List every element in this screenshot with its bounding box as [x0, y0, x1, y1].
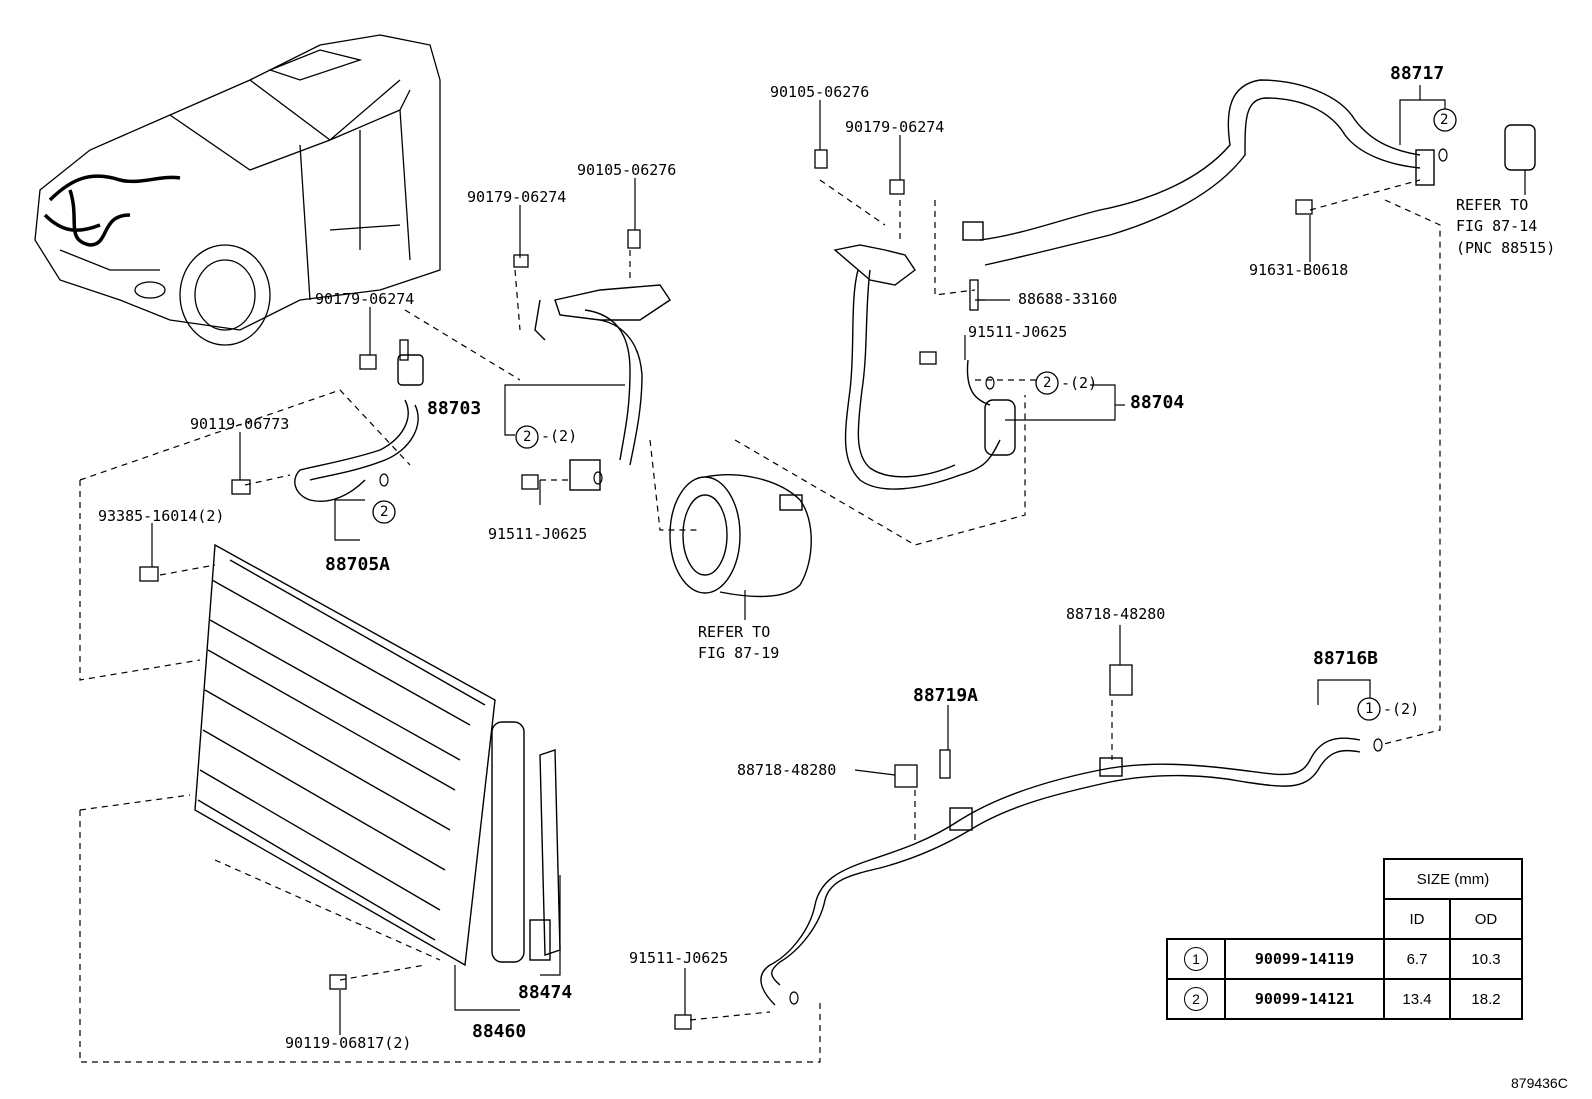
label-91631-B0618: 91631-B0618: [1249, 261, 1349, 279]
size-od-1: 10.3: [1449, 938, 1523, 980]
callout-circles: [372, 108, 1457, 721]
label-88704: 88704: [1130, 392, 1185, 413]
pipe-88716B: [760, 737, 1361, 1006]
label-90179-06274-top: 90179-06274: [845, 118, 945, 136]
size-part-2: 90099-14121: [1224, 978, 1385, 1020]
refer-87-19-line2: FIG 87-19: [698, 644, 780, 662]
label-90105-06276-top: 90105-06276: [770, 83, 870, 101]
label-90179-06274-mid: 90179-06274: [467, 188, 567, 206]
label-91511-J0625-mid: 91511-J0625: [488, 525, 588, 543]
pipe-88704: [833, 244, 1016, 490]
label-88460: 88460: [472, 1021, 527, 1042]
pipe-88717: [962, 79, 1536, 266]
refer-87-14-line1: REFER TO: [1456, 196, 1529, 214]
size-table-col-od: OD: [1449, 898, 1523, 940]
label-88688-33160: 88688-33160: [1018, 290, 1118, 308]
compressor: [669, 474, 812, 598]
label-91511-J0625-bottom: 91511-J0625: [629, 949, 729, 967]
condenser: [194, 543, 561, 967]
qty-88704: -(2): [1061, 374, 1098, 392]
size-od-2: 18.2: [1449, 978, 1523, 1020]
label-90105-06276-mid: 90105-06276: [577, 161, 677, 179]
label-88703: 88703: [427, 398, 482, 419]
vehicle-ac-lines-highlight: [43, 174, 181, 247]
callout-2-88704: 2: [1043, 375, 1052, 391]
label-91511-J0625-top: 91511-J0625: [968, 323, 1068, 341]
qty-88703: -(2): [541, 427, 578, 445]
dashed-guide-lines: [79, 179, 1441, 1063]
vehicle-illustration: [34, 34, 441, 346]
label-88719A: 88719A: [913, 685, 979, 706]
pipe-88705A: [294, 354, 424, 502]
label-93385-16014: 93385-16014(2): [98, 507, 225, 525]
label-88717: 88717: [1390, 63, 1445, 84]
size-part-1: 90099-14119: [1224, 938, 1385, 980]
refer-87-14-line2: FIG 87-14: [1456, 217, 1538, 235]
label-90119-06817: 90119-06817(2): [285, 1034, 412, 1052]
refer-87-14-line3: (PNC 88515): [1456, 239, 1556, 257]
callout-2-88703: 2: [523, 429, 532, 445]
size-key-2: 2: [1184, 987, 1208, 1011]
size-table-header: SIZE (mm): [1383, 858, 1523, 900]
size-table-col-id: ID: [1383, 898, 1451, 940]
label-88718-48280-left: 88718-48280: [737, 761, 837, 779]
label-90179-06274-left: 90179-06274: [315, 290, 415, 308]
size-id-1: 6.7: [1383, 938, 1451, 980]
size-id-2: 13.4: [1383, 978, 1451, 1020]
refer-87-19-line1: REFER TO: [698, 623, 771, 641]
label-88474: 88474: [518, 982, 573, 1003]
label-88705A: 88705A: [325, 554, 391, 575]
o-ring-size-table: SIZE (mm) ID OD 1 90099-14119 6.7 10.3 2…: [1166, 858, 1523, 1020]
callout-2-88705A: 2: [380, 504, 389, 520]
size-table-row: 1 90099-14119 6.7 10.3: [1166, 938, 1523, 980]
leader-lines: [151, 85, 1526, 1035]
label-88718-48280-right: 88718-48280: [1066, 605, 1166, 623]
label-90119-06773: 90119-06773: [190, 415, 290, 433]
callout-1-88716B: 1: [1365, 701, 1374, 717]
o-rings: [379, 148, 1448, 1005]
callout-2-88717: 2: [1440, 112, 1449, 128]
size-key-1: 1: [1184, 947, 1208, 971]
label-88716B: 88716B: [1313, 648, 1379, 669]
size-table-row: 2 90099-14121 13.4 18.2: [1166, 978, 1523, 1020]
qty-88716B: -(2): [1383, 700, 1420, 718]
fittings: [139, 149, 1313, 1030]
pipe-88703: [534, 284, 671, 491]
figure-id: 879436C: [1511, 1075, 1568, 1091]
